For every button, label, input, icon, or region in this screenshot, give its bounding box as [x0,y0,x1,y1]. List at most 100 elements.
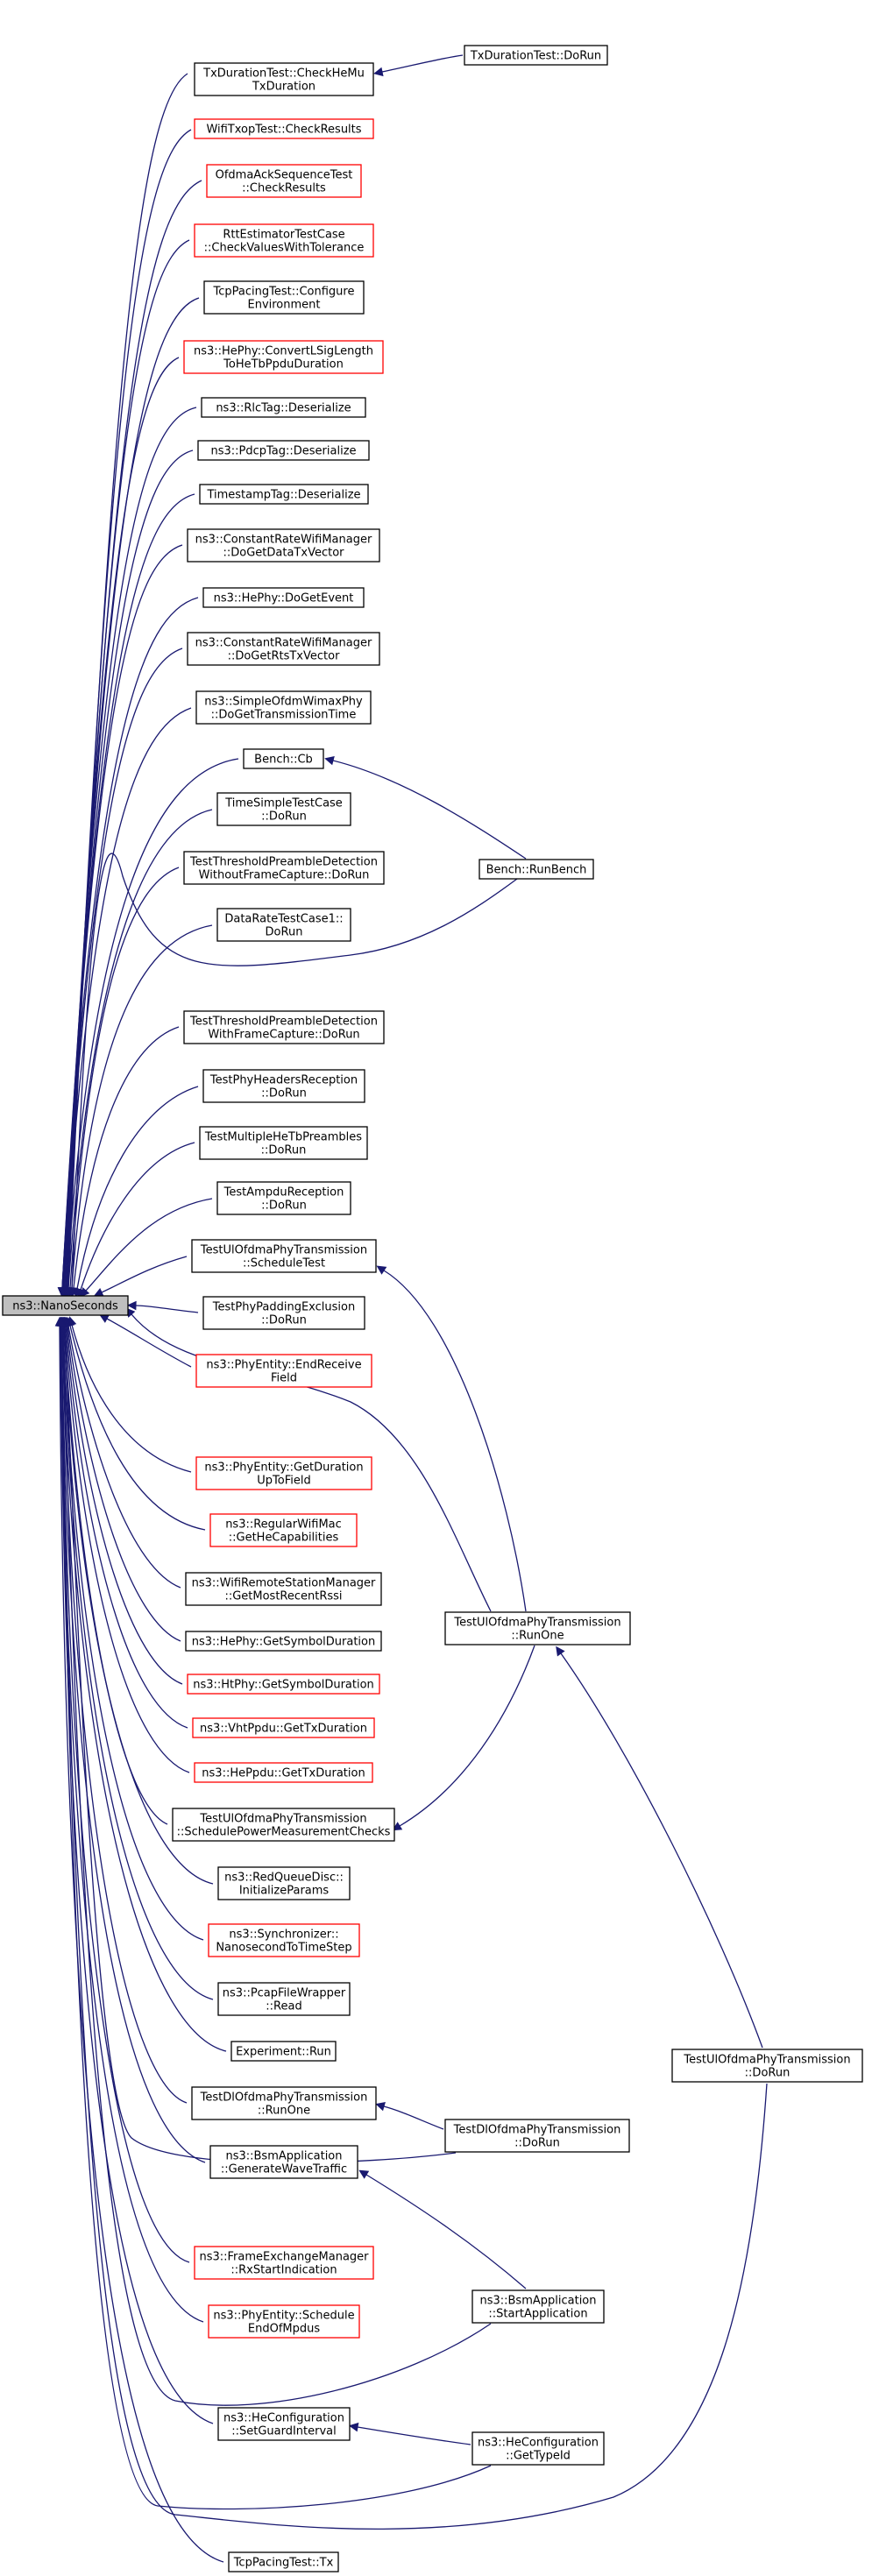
edge-line [69,1325,206,1531]
function-node[interactable]: OfdmaAckSequenceTest::CheckResults [206,164,362,198]
function-node[interactable]: ns3::RedQueueDisc::InitializeParams [217,1866,351,1900]
node-box [194,2246,374,2280]
function-node[interactable]: ns3::FrameExchangeManager::RxStartIndica… [194,2246,374,2280]
function-node[interactable]: TimestampTag::Deserialize [199,484,369,505]
node-label: ns3::HePhy::ConvertLSigLength [194,345,373,358]
node-box [209,2145,358,2179]
edge-line [71,924,213,1289]
function-node[interactable]: ns3::PcapFileWrapper::Read [217,1982,351,2016]
call-edge-n21-to-root [80,1198,213,1298]
call-edge-n29-to-root [61,1316,183,1685]
edge-line [85,1198,213,1292]
node-box [217,1982,351,2016]
function-node[interactable]: ns3::ConstantRateWifiManager::DoGetDataT… [187,528,380,563]
edge-line [135,1305,199,1313]
node-label: ns3::VhtPpdu::GetTxDuration [200,1723,367,1736]
edge-line [131,1313,492,1612]
function-node[interactable]: RttEstimatorTestCase::CheckValuesWithTol… [194,223,374,258]
node-label: ns3::FrameExchangeManager [199,2251,369,2264]
node-label: ::DoRun [261,810,307,824]
edge-line [67,1325,181,1589]
edge-line [61,1325,227,2052]
function-node[interactable]: ns3::HePhy::GetSymbolDuration [185,1631,382,1652]
call-edge-r2-to-root [67,853,518,1298]
function-node[interactable]: DataRateTestCase1::DoRun [216,908,351,942]
node-label: DataRateTestCase1:: [224,913,343,926]
node-box [183,851,385,885]
function-node[interactable]: ns3::ConstantRateWifiManager::DoGetRtsTx… [187,632,380,666]
function-node[interactable]: ns3::BsmApplication::StartApplication [471,2289,605,2324]
function-node[interactable]: ns3::Synchronizer::NanosecondToTimeStep [208,1923,360,1957]
arrowhead-icon [373,67,384,77]
node-label: ::RxStartIndication [230,2264,337,2277]
graph-root-node[interactable]: ns3::NanoSeconds [2,1295,129,1316]
node-box [194,1762,373,1783]
node-box [479,859,594,880]
function-node[interactable]: TestThresholdPreambleDetectionWithFrameC… [183,1010,385,1044]
function-node[interactable]: Experiment::Run [230,2041,337,2062]
node-label: ::DoRun [261,1200,307,1213]
node-label: ns3::HePhy::DoGetEvent [214,592,354,605]
node-label: ::DoRun [745,2067,790,2080]
function-node[interactable]: ns3::BsmApplication::GenerateWaveTraffic [209,2145,358,2179]
function-node[interactable]: TestUlOfdmaPhyTransmission::RunOne [444,1611,631,1645]
function-node[interactable]: TestUlOfdmaPhyTransmission::ScheduleTest [191,1239,377,1273]
node-label: ns3::PdcpTag::Deserialize [210,445,356,458]
call-edge-n27-to-root [63,1317,181,1589]
function-node[interactable]: TestUlOfdmaPhyTransmission::SchedulePowe… [172,1808,395,1842]
node-label: ::DoRun [261,1144,307,1157]
node-label: TxDurationTest::DoRun [470,50,601,63]
edge-line [66,180,202,1289]
node-box [202,587,365,608]
function-node[interactable]: Bench::Cb [243,748,324,769]
function-node[interactable]: TestDlOfdmaPhyTransmission::RunOne [191,2086,377,2120]
edge-line [65,1325,188,1729]
edge-line [59,1325,224,2563]
edge-line [332,760,527,860]
function-node[interactable]: TestAmpduReception::DoRun [216,1181,351,1215]
node-box [230,2041,337,2062]
function-node[interactable]: WifiTxopTest::CheckResults [194,118,374,139]
function-node[interactable]: ns3::HeConfiguration::GetTypeId [471,2431,605,2466]
function-node[interactable]: TestDlOfdmaPhyTransmission::DoRun [444,2119,630,2153]
function-node[interactable]: ns3::SimpleOfdmWimaxPhy::DoGetTransmissi… [195,690,372,725]
function-node[interactable]: TcpPacingTest::Tx [228,2551,339,2572]
function-node[interactable]: ns3::HeConfiguration::SetGuardInterval [217,2407,351,2441]
node-box [194,62,374,96]
arrowhead-icon [67,1287,77,1298]
node-label: TimestampTag::Deserialize [206,489,360,502]
function-node[interactable]: ns3::VhtPpdu::GetTxDuration [192,1717,375,1738]
function-node[interactable]: TxDurationTest::DoRun [464,45,608,66]
function-node[interactable]: ns3::RegularWifiMac::GetHeCapabilities [209,1513,358,1547]
function-node[interactable]: TestPhyPaddingExclusion::DoRun [202,1296,365,1330]
function-node[interactable]: TestUlOfdmaPhyTransmission::DoRun [671,2049,863,2083]
function-node[interactable]: TestThresholdPreambleDetectionWithoutFra… [183,851,385,885]
function-node[interactable]: ns3::WifiRemoteStationManager::GetMostRe… [185,1572,382,1606]
function-node[interactable]: ns3::RlcTag::Deserialize [201,397,366,418]
function-node[interactable]: ns3::PdcpTag::Deserialize [197,440,370,461]
node-label: EndOfMpdus [248,2323,320,2336]
node-box [185,1572,382,1606]
node-label: TestUlOfdmaPhyTransmission [683,2054,850,2067]
call-edge-n42-to-root [54,1316,224,2563]
function-node[interactable]: ns3::HePhy::ConvertLSigLengthToHeTbPpduD… [183,340,384,374]
function-node[interactable]: TestPhyHeadersReception::DoRun [202,1069,365,1103]
graph-nodes: ns3::NanoSeconds TxDurationTest::CheckHeM… [2,45,863,2572]
node-label: ns3::HeConfiguration [223,2412,344,2425]
function-node[interactable]: Bench::RunBench [479,859,594,880]
node-box [203,280,365,315]
function-node[interactable]: ns3::HePpdu::GetTxDuration [194,1762,373,1783]
node-label: ns3::SimpleOfdmWimaxPhy [204,696,363,709]
node-label: ::DoRun [261,1087,307,1100]
call-edge-n35-to-root [58,1316,214,2000]
node-label: RttEstimatorTestCase [223,229,344,242]
function-node[interactable]: TimeSimpleTestCase::DoRun [216,792,351,826]
function-node[interactable]: ns3::HtPhy::GetSymbolDuration [187,1674,380,1695]
function-node[interactable]: ns3::HePhy::DoGetEvent [202,587,365,608]
function-node[interactable]: TestMultipleHeTbPreambles::DoRun [199,1126,368,1160]
